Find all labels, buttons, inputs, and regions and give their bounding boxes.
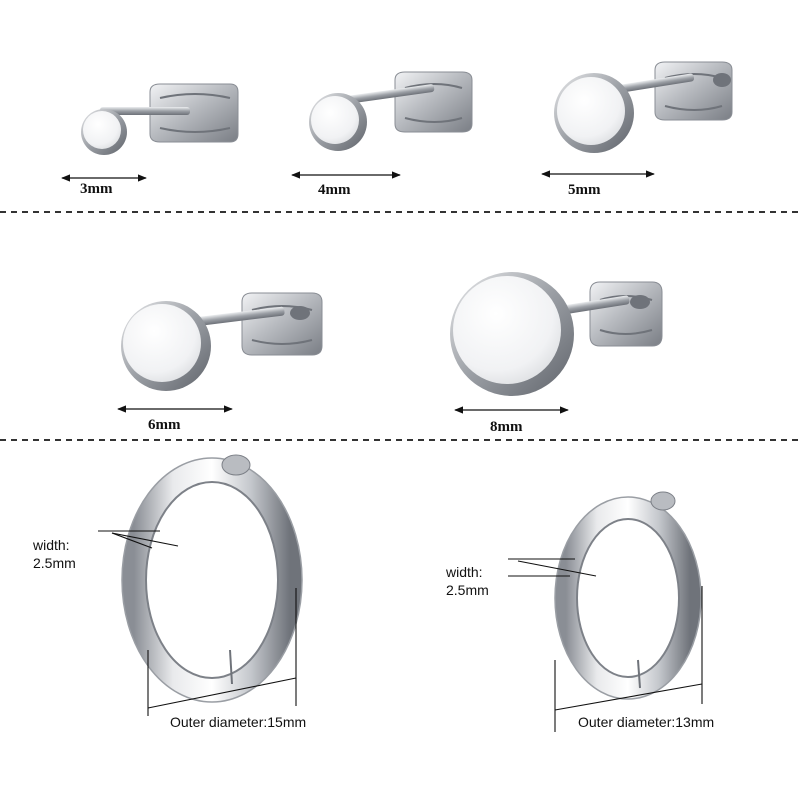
stud-post — [559, 295, 630, 315]
stud-3mm: 3mm — [61, 83, 239, 197]
hoop-hinge — [221, 454, 251, 476]
width-value: 2.5mm — [446, 582, 489, 598]
hoop-ring — [122, 458, 302, 702]
stud-8mm: 8mm — [450, 272, 663, 435]
size-label: 6mm — [148, 417, 181, 433]
stud-post — [339, 84, 435, 105]
diameter-label: Outer diameter:15mm — [170, 714, 306, 730]
stud-back — [394, 71, 473, 133]
stud-back — [589, 281, 663, 347]
size-label: 8mm — [490, 419, 523, 435]
diameter-label: Outer diameter:13mm — [578, 714, 714, 730]
hoop-15mm: width: 2.5mm Outer diameter:15mm — [32, 454, 306, 730]
size-label: 4mm — [318, 182, 351, 198]
stud-back — [654, 61, 733, 121]
width-value: 2.5mm — [33, 555, 76, 571]
stud-back — [241, 292, 323, 356]
stud-back — [149, 83, 239, 143]
width-label: width: — [445, 564, 483, 580]
stud-post — [100, 107, 190, 115]
stud-6mm: 6mm — [117, 292, 323, 433]
stud-5mm: 5mm — [541, 61, 733, 198]
size-label: 5mm — [568, 182, 601, 198]
stud-post — [189, 306, 285, 327]
size-label: 3mm — [80, 181, 113, 197]
hoop-hinge — [650, 491, 676, 511]
hoop-ring — [555, 497, 701, 699]
hoop-13mm: width: 2.5mm Outer diameter:13mm — [445, 491, 714, 732]
stud-4mm: 4mm — [291, 71, 473, 198]
width-label: width: — [32, 537, 70, 553]
